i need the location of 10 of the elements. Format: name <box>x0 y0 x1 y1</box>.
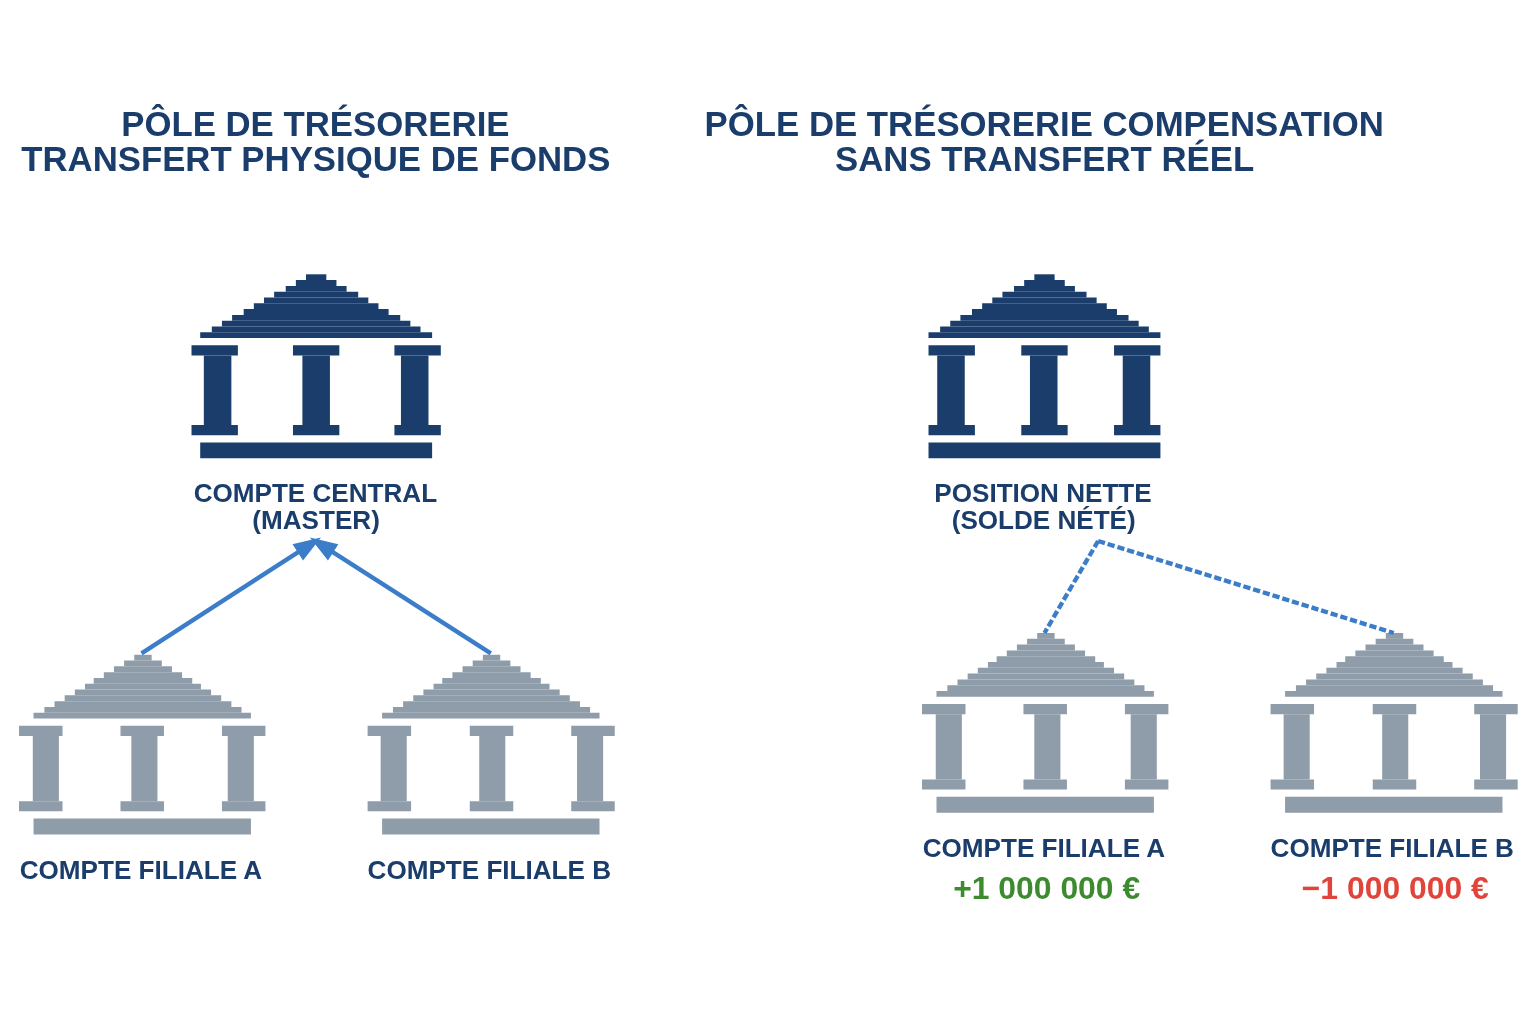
node-label: COMPTE CENTRAL (MASTER) <box>193 478 438 535</box>
node-label: COMPTE FILIALE B <box>367 854 611 885</box>
label: PÔLE DE TRÉSORERIE COMPENSATION SANS TRANSFERT RÉEL <box>704 105 1384 178</box>
node-label: POSITION NETTE (SOLDE NÉTÉ) <box>934 478 1152 535</box>
label: PÔLE DE TRÉSORERIE TRANSFERT PHYSIQUE DE FONDS <box>21 105 611 178</box>
node-label: COMPTE FILIALE A <box>922 832 1166 863</box>
node-label: COMPTE FILIALE B <box>1270 832 1514 863</box>
node-label: −1 000 000 € <box>1301 870 1489 907</box>
node-label: +1 000 000 € <box>953 870 1141 907</box>
node-label: COMPTE FILIALE A <box>19 854 263 885</box>
